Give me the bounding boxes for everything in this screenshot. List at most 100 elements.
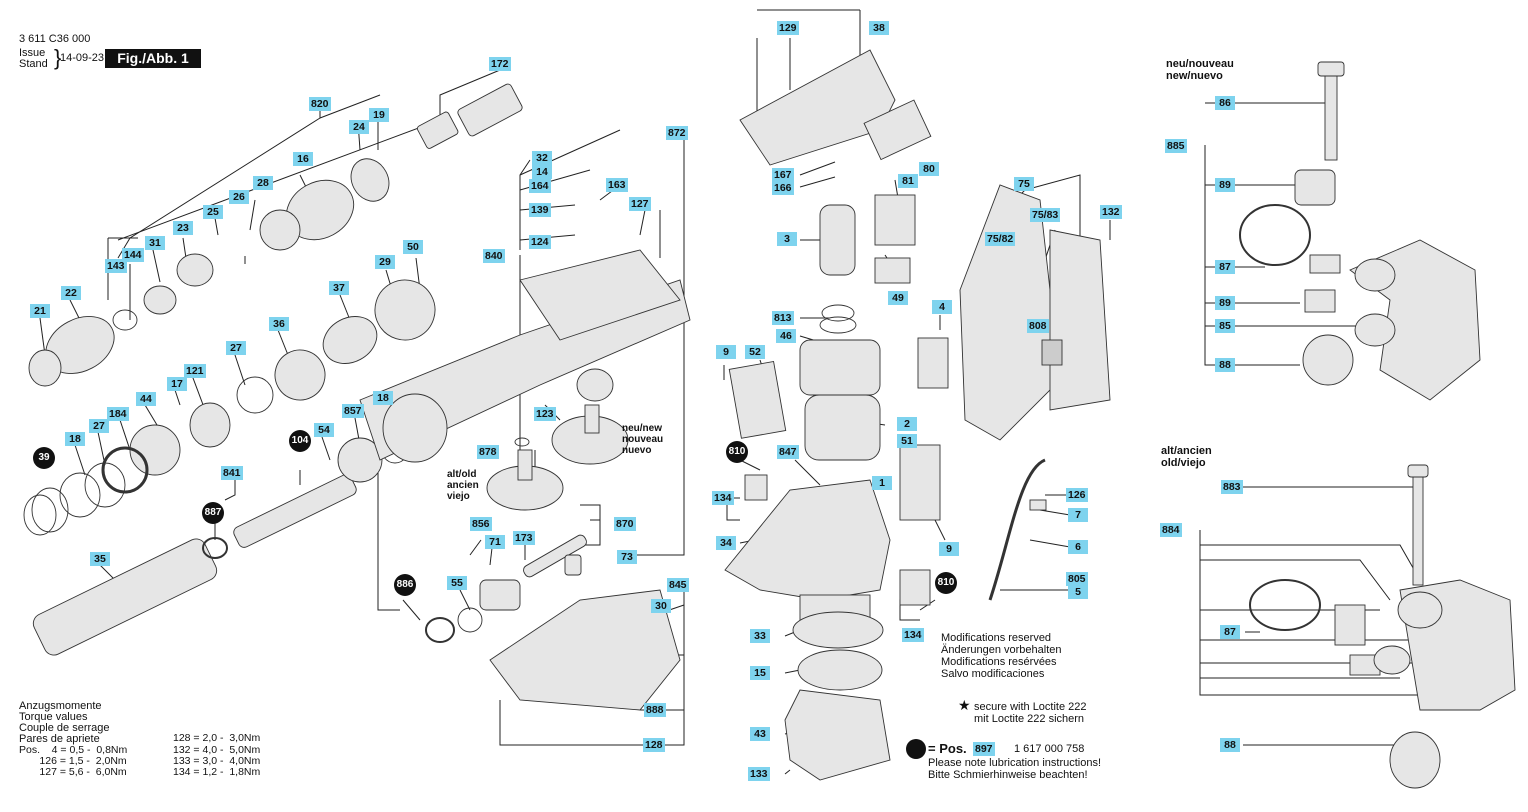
lubrication-dot-icon [906, 739, 926, 759]
modifications-fr: Modifications resérvées [941, 656, 1057, 668]
part-label-845: 845 [667, 578, 689, 592]
part-label-23: 23 [173, 221, 193, 235]
loctite-note-de: mit Loctite 222 sichern [974, 713, 1085, 725]
lubrication-note-en: Please note lubrication instructions! [928, 757, 1102, 769]
part-label-86: 86 [1215, 96, 1235, 110]
loctite-star-icon: ★ [958, 697, 971, 713]
modifications-de: Änderungen vorbehalten [941, 644, 1062, 656]
part-label-127: 127 [629, 197, 651, 211]
torque-row-134: 134 = 1,2 - 1,8Nm [173, 766, 261, 778]
part-label-88-bottom: 88 [1220, 738, 1240, 752]
torque-row-128: 128 = 2,0 - 3,0Nm [173, 732, 261, 744]
part-label-126: 126 [1066, 488, 1088, 502]
part-label-5: 5 [1068, 585, 1088, 599]
part-label-73: 73 [617, 550, 637, 564]
pos-label: = Pos. [928, 741, 967, 756]
torque-row-132: 132 = 4,0 - 5,0Nm [173, 744, 261, 756]
torque-row-4: Pos. 4 = 0,5 - 0,8Nm [19, 744, 128, 756]
part-label-847: 847 [777, 445, 799, 459]
part-label-16: 16 [293, 152, 313, 166]
part-label-144: 144 [122, 248, 144, 262]
part-label-25: 25 [203, 205, 223, 219]
part-label-121: 121 [184, 364, 206, 378]
part-label-87-top: 87 [1215, 260, 1235, 274]
torque-row-133: 133 = 3,0 - 4,0Nm [173, 755, 261, 767]
part-label-1: 1 [872, 476, 892, 490]
annotation-nouveau: nouveau [622, 434, 664, 445]
part-label-184: 184 [107, 407, 129, 421]
part-label-22: 22 [61, 286, 81, 300]
annotation-neu-new: neu/new [622, 423, 663, 434]
torque-row-127: 127 = 5,6 - 6,0Nm [19, 766, 127, 778]
new-variant-header-1: neu/nouveau [1166, 58, 1234, 70]
part-label-9-top: 9 [716, 345, 736, 359]
part-label-888: 888 [644, 703, 666, 717]
document-number: 3 611 C36 000 [19, 33, 91, 45]
part-label-26: 26 [229, 190, 249, 204]
part-label-34: 34 [716, 536, 736, 550]
part-label-856: 856 [470, 517, 492, 531]
part-label-841: 841 [221, 466, 243, 480]
issue-date: 14-09-23 [60, 52, 105, 64]
callout-dot-104: 104 [289, 430, 311, 452]
torque-title-de: Anzugsmomente [19, 700, 102, 712]
part-label-80: 80 [919, 162, 939, 176]
part-label-870: 870 [614, 517, 636, 531]
part-label-46: 46 [776, 329, 796, 343]
part-label-884: 884 [1160, 523, 1182, 537]
callout-dot-887: 887 [202, 502, 224, 524]
part-label-172: 172 [489, 57, 511, 71]
part-label-89-bottom: 89 [1215, 296, 1235, 310]
part-label-24: 24 [349, 120, 369, 134]
part-label-75-83: 75/83 [1030, 208, 1061, 222]
part-label-2: 2 [897, 417, 917, 431]
part-label-820: 820 [309, 97, 331, 111]
part-label-15: 15 [750, 666, 770, 680]
torque-title-es: Pares de apriete [19, 733, 100, 745]
part-label-134-right: 134 [902, 628, 924, 642]
part-label-18-left: 18 [65, 432, 85, 446]
part-label-88-top: 88 [1215, 358, 1235, 372]
part-label-35: 35 [90, 552, 110, 566]
part-label-134-left: 134 [712, 491, 734, 505]
part-label-805: 805 [1066, 572, 1088, 586]
part-label-81: 81 [898, 174, 918, 188]
callout-dot-886: 886 [394, 574, 416, 596]
annotation-nuevo: nuevo [622, 445, 652, 456]
part-label-883: 883 [1221, 480, 1243, 494]
torque-title-fr: Couple de serrage [19, 722, 110, 734]
part-label-173: 173 [513, 531, 535, 545]
part-label-132: 132 [1100, 205, 1122, 219]
part-label-166: 166 [772, 181, 794, 195]
part-label-85: 85 [1215, 319, 1235, 333]
torque-row-126: 126 = 1,5 - 2,0Nm [19, 755, 127, 767]
callout-dot-810-right: 810 [935, 572, 957, 594]
part-label-840: 840 [483, 249, 505, 263]
modifications-en: Modifications reserved [941, 632, 1052, 644]
part-label-3: 3 [777, 232, 797, 246]
old-variant-header-1: alt/ancien [1161, 445, 1212, 457]
part-label-55: 55 [447, 576, 467, 590]
part-label-124: 124 [529, 235, 551, 249]
callout-dot-810-left: 810 [726, 441, 748, 463]
part-label-36: 36 [269, 317, 289, 331]
part-label-21: 21 [30, 304, 50, 318]
part-label-49: 49 [888, 291, 908, 305]
modifications-es: Salvo modificaciones [941, 668, 1045, 680]
part-label-37: 37 [329, 281, 349, 295]
part-label-6: 6 [1068, 540, 1088, 554]
part-label-38: 38 [869, 21, 889, 35]
part-label-129: 129 [777, 21, 799, 35]
part-label-813: 813 [772, 311, 794, 325]
part-label-75-82: 75/82 [985, 232, 1016, 246]
lubrication-note-de: Bitte Schmierhinweise beachten! [928, 769, 1088, 781]
part-label-4: 4 [932, 300, 952, 314]
part-label-43: 43 [750, 727, 770, 741]
part-label-75: 75 [1014, 177, 1034, 191]
new-variant-header-2: new/nuevo [1166, 70, 1223, 82]
part-label-29: 29 [375, 255, 395, 269]
part-label-14: 14 [532, 165, 552, 179]
part-label-19: 19 [369, 108, 389, 122]
part-label-54: 54 [314, 423, 334, 437]
